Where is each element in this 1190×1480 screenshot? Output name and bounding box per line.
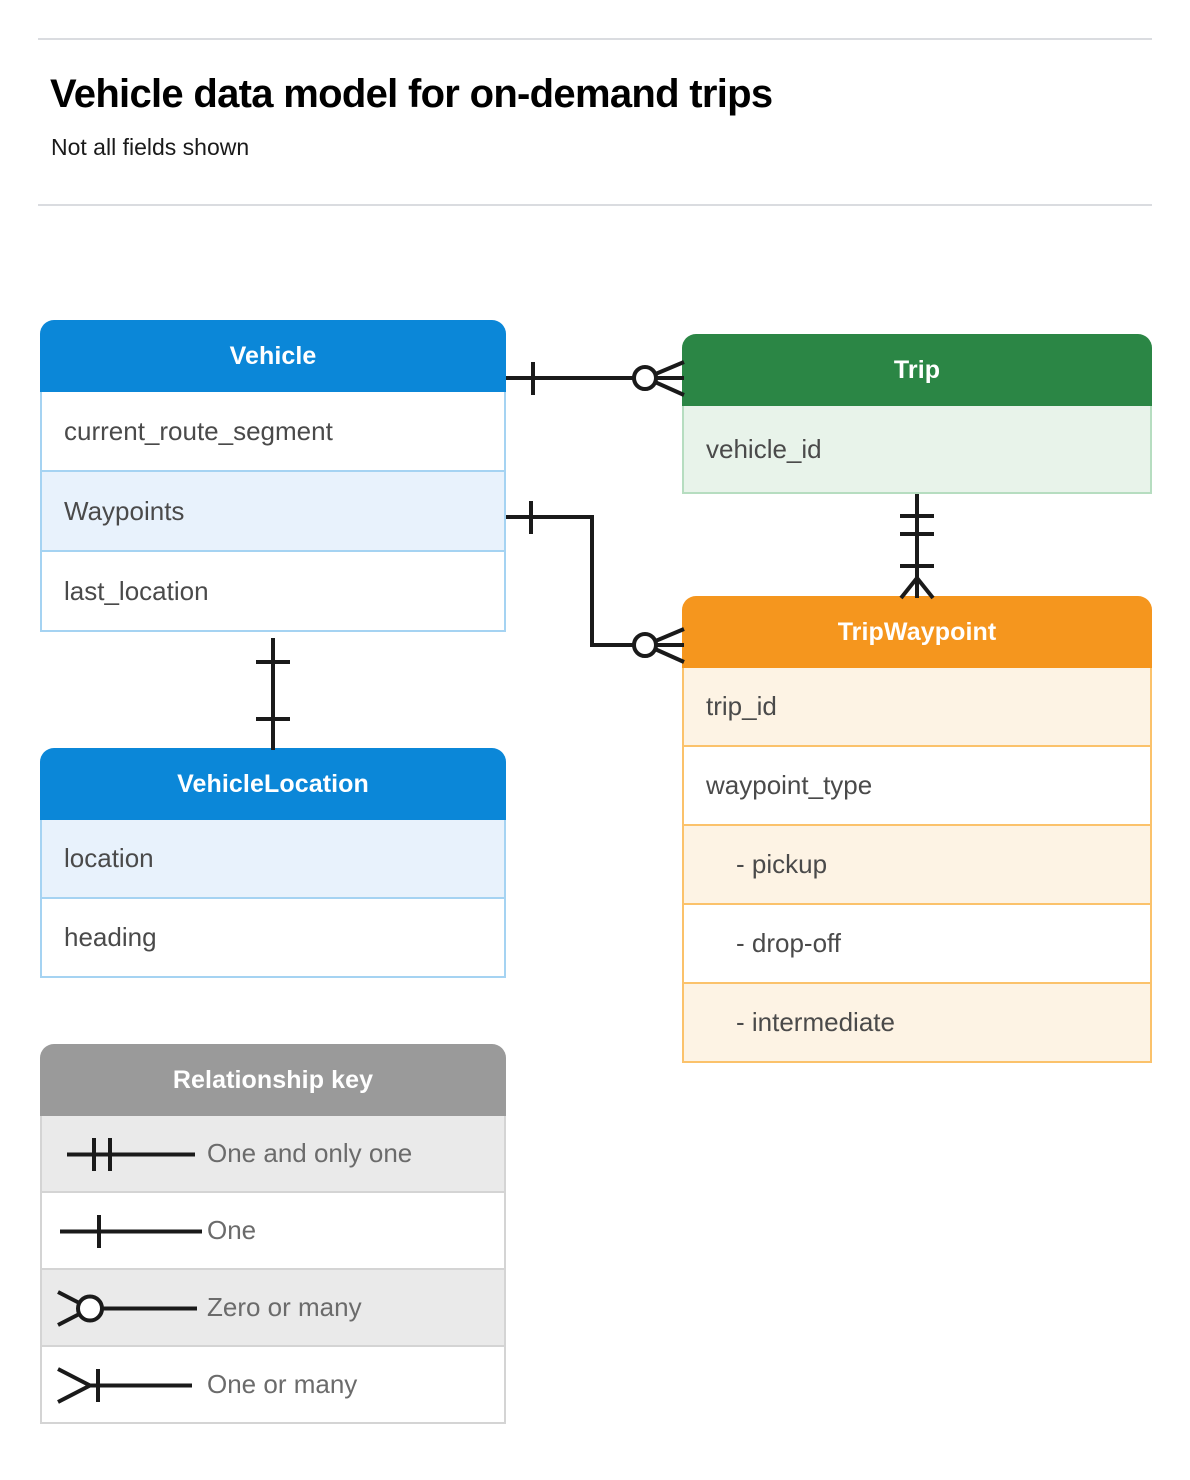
connector-waypoints-tripwaypoint	[506, 501, 685, 664]
legend-item-one-or-many: One or many	[40, 1347, 506, 1424]
entity-vehicle-field-waypoints: Waypoints	[40, 472, 506, 552]
entity-tripwaypoint-field-trip-id: trip_id	[682, 668, 1152, 747]
entity-tripwaypoint-enum-pickup: - pickup	[682, 826, 1152, 905]
entity-trip: Trip vehicle_id	[682, 334, 1152, 494]
entity-vehiclelocation-title: VehicleLocation	[40, 748, 506, 820]
entity-tripwaypoint-enum-drop-off: - drop-off	[682, 905, 1152, 984]
one-or-many-icon	[42, 1347, 207, 1422]
legend-item-label: One	[207, 1215, 257, 1245]
connector-trip-tripwaypoint	[899, 494, 935, 600]
one-and-only-one-icon	[42, 1116, 207, 1191]
entity-vehicle: Vehicle current_route_segment Waypoints …	[40, 320, 506, 632]
legend-item-label: One or many	[207, 1369, 358, 1399]
entity-vehiclelocation-field-heading: heading	[40, 899, 506, 978]
legend-item-one: One	[40, 1193, 506, 1270]
legend-item-label: Zero or many	[207, 1292, 362, 1322]
entity-tripwaypoint-enum-intermediate: - intermediate	[682, 984, 1152, 1063]
header-divider-top	[38, 38, 1152, 40]
connector-vehicle-vehiclelocation	[256, 638, 290, 750]
entity-vehicle-field-current-route-segment: current_route_segment	[40, 392, 506, 472]
page-subtitle: Not all fields shown	[51, 134, 250, 160]
legend-item-zero-or-many: Zero or many	[40, 1270, 506, 1347]
legend-relationship-key: Relationship key One and only one One	[40, 1044, 506, 1424]
zero-or-many-icon	[42, 1270, 207, 1345]
entity-trip-field-vehicle-id: vehicle_id	[682, 406, 1152, 494]
page-title: Vehicle data model for on-demand trips	[50, 72, 773, 116]
entity-vehiclelocation: VehicleLocation location heading	[40, 748, 506, 978]
entity-tripwaypoint-field-waypoint-type: waypoint_type	[682, 747, 1152, 826]
entity-vehiclelocation-field-location: location	[40, 820, 506, 899]
entity-tripwaypoint: TripWaypoint trip_id waypoint_type - pic…	[682, 596, 1152, 1063]
entity-tripwaypoint-title: TripWaypoint	[682, 596, 1152, 668]
legend-title: Relationship key	[40, 1044, 506, 1116]
one-icon	[42, 1193, 207, 1268]
entity-vehicle-field-last-location: last_location	[40, 552, 506, 632]
connector-vehicle-trip	[506, 360, 685, 397]
legend-item-label: One and only one	[207, 1138, 413, 1168]
legend-item-one-and-only-one: One and only one	[40, 1116, 506, 1193]
header-divider-bottom	[38, 204, 1152, 206]
entity-vehicle-title: Vehicle	[40, 320, 506, 392]
entity-trip-title: Trip	[682, 334, 1152, 406]
